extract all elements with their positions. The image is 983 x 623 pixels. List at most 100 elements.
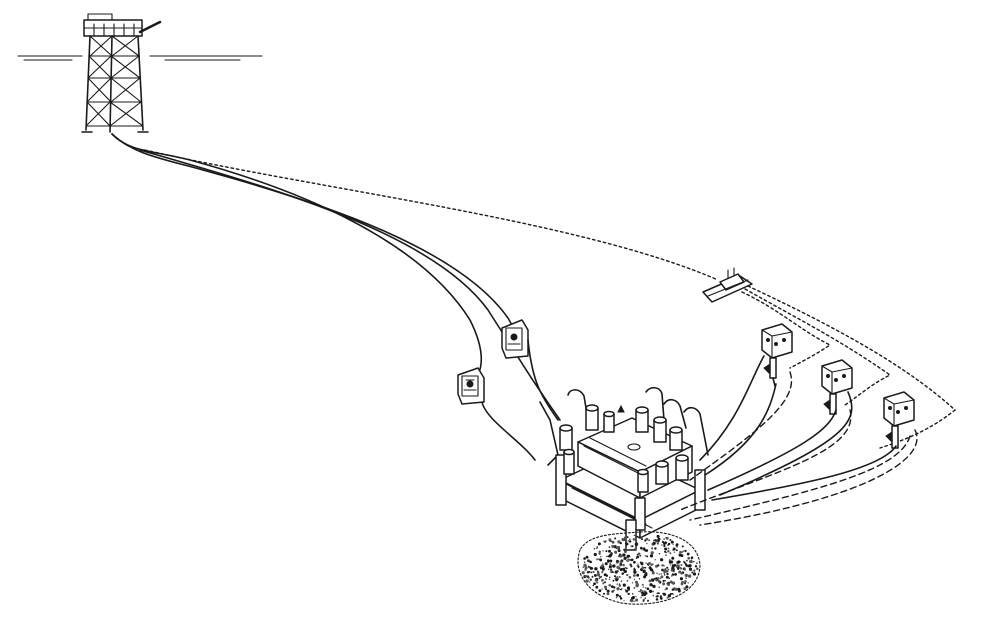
rock-speck	[690, 569, 693, 572]
rock-speck	[667, 583, 670, 586]
rock-speck	[619, 597, 623, 600]
rock-speck	[604, 581, 606, 584]
rock-speck	[663, 564, 665, 567]
rock-speck	[606, 555, 608, 558]
rock-speck	[614, 570, 618, 574]
rock-speck	[639, 561, 642, 564]
rock-speck	[649, 568, 654, 572]
rock-speck	[585, 555, 589, 559]
rock-speck	[611, 540, 615, 544]
rock-speck	[687, 582, 689, 584]
rock-speck	[653, 539, 655, 541]
rock-speck	[646, 587, 650, 591]
rock-speck	[637, 552, 641, 556]
rock-speck	[648, 561, 651, 565]
rock-speck	[684, 580, 687, 583]
rock-speck	[685, 577, 687, 579]
rock-speck	[606, 592, 610, 596]
rock-speck	[623, 600, 625, 602]
rock-speck	[602, 567, 605, 570]
rock-speck	[615, 578, 619, 582]
rock-speck	[683, 561, 686, 564]
rock-speck	[621, 573, 624, 575]
rock-speck	[627, 558, 629, 561]
rock-speck	[682, 550, 684, 552]
rock-speck	[696, 562, 698, 565]
rock-speck	[677, 560, 681, 564]
rock-texture	[581, 534, 699, 603]
rock-speck	[584, 568, 587, 571]
rock-speck	[601, 588, 603, 590]
rock-speck	[631, 545, 634, 548]
rock-speck	[663, 538, 665, 540]
rock-speck	[633, 570, 637, 574]
rock-speck	[671, 566, 674, 570]
subsea-tree-1	[761, 323, 793, 387]
rock-speck	[612, 571, 614, 574]
rock-speck	[680, 572, 683, 575]
rock-speck	[620, 561, 623, 564]
rock-speck	[610, 568, 613, 571]
rock-speck	[592, 570, 595, 574]
rock-speck	[690, 556, 694, 559]
rock-speck	[588, 570, 591, 573]
rock-speck	[605, 550, 608, 553]
rock-speck	[633, 578, 636, 581]
rock-speck	[590, 571, 593, 574]
rock-speck	[660, 575, 664, 579]
rock-speck	[663, 542, 666, 545]
support-vessel	[702, 267, 753, 303]
rock-speck	[658, 586, 661, 589]
rock-speck	[635, 598, 639, 602]
rock-speck	[672, 543, 674, 546]
rock-speck	[648, 579, 652, 583]
rock-speck	[639, 554, 642, 557]
tree-flowlines	[679, 355, 918, 526]
rock-speck	[641, 594, 644, 597]
rock-speck	[648, 539, 650, 542]
rock-speck	[680, 564, 683, 566]
rock-speck	[619, 554, 623, 558]
rock-speck	[609, 559, 613, 563]
rock-speck	[660, 594, 662, 597]
rock-speck	[618, 575, 621, 579]
rock-speck	[585, 579, 589, 583]
rock-speck	[613, 589, 615, 591]
rock-speck	[671, 588, 675, 591]
rock-speck	[618, 595, 622, 598]
rock-speck	[605, 588, 608, 591]
rock-speck	[662, 579, 665, 583]
rock-speck	[598, 552, 601, 555]
rock-speck	[608, 549, 611, 553]
rock-speck	[652, 594, 655, 597]
seabed-rock-dump	[577, 531, 701, 605]
rock-speck	[662, 592, 664, 595]
rock-speck	[633, 567, 636, 570]
rock-speck	[632, 538, 636, 541]
rock-speck	[669, 552, 672, 555]
rock-speck	[673, 551, 676, 553]
rock-speck	[669, 580, 673, 584]
rock-speck	[608, 583, 611, 587]
rock-speck	[643, 566, 645, 569]
rock-speck	[664, 589, 666, 591]
rock-speck	[691, 571, 694, 574]
rock-speck	[621, 567, 626, 571]
rock-speck	[583, 563, 587, 567]
rock-speck	[639, 589, 642, 591]
rock-speck	[642, 547, 646, 551]
rock-speck	[598, 550, 601, 554]
rock-speck	[686, 552, 690, 556]
rock-speck	[667, 547, 670, 550]
rock-speck	[687, 556, 691, 560]
rock-speck	[654, 547, 657, 550]
rock-speck	[606, 559, 610, 563]
rock-speck	[657, 564, 660, 567]
rock-speck	[634, 580, 639, 584]
rock-speck	[592, 584, 595, 587]
rock-speck	[655, 598, 659, 601]
rock-speck	[672, 569, 675, 572]
rock-speck	[611, 590, 614, 593]
rock-speck	[615, 593, 619, 597]
